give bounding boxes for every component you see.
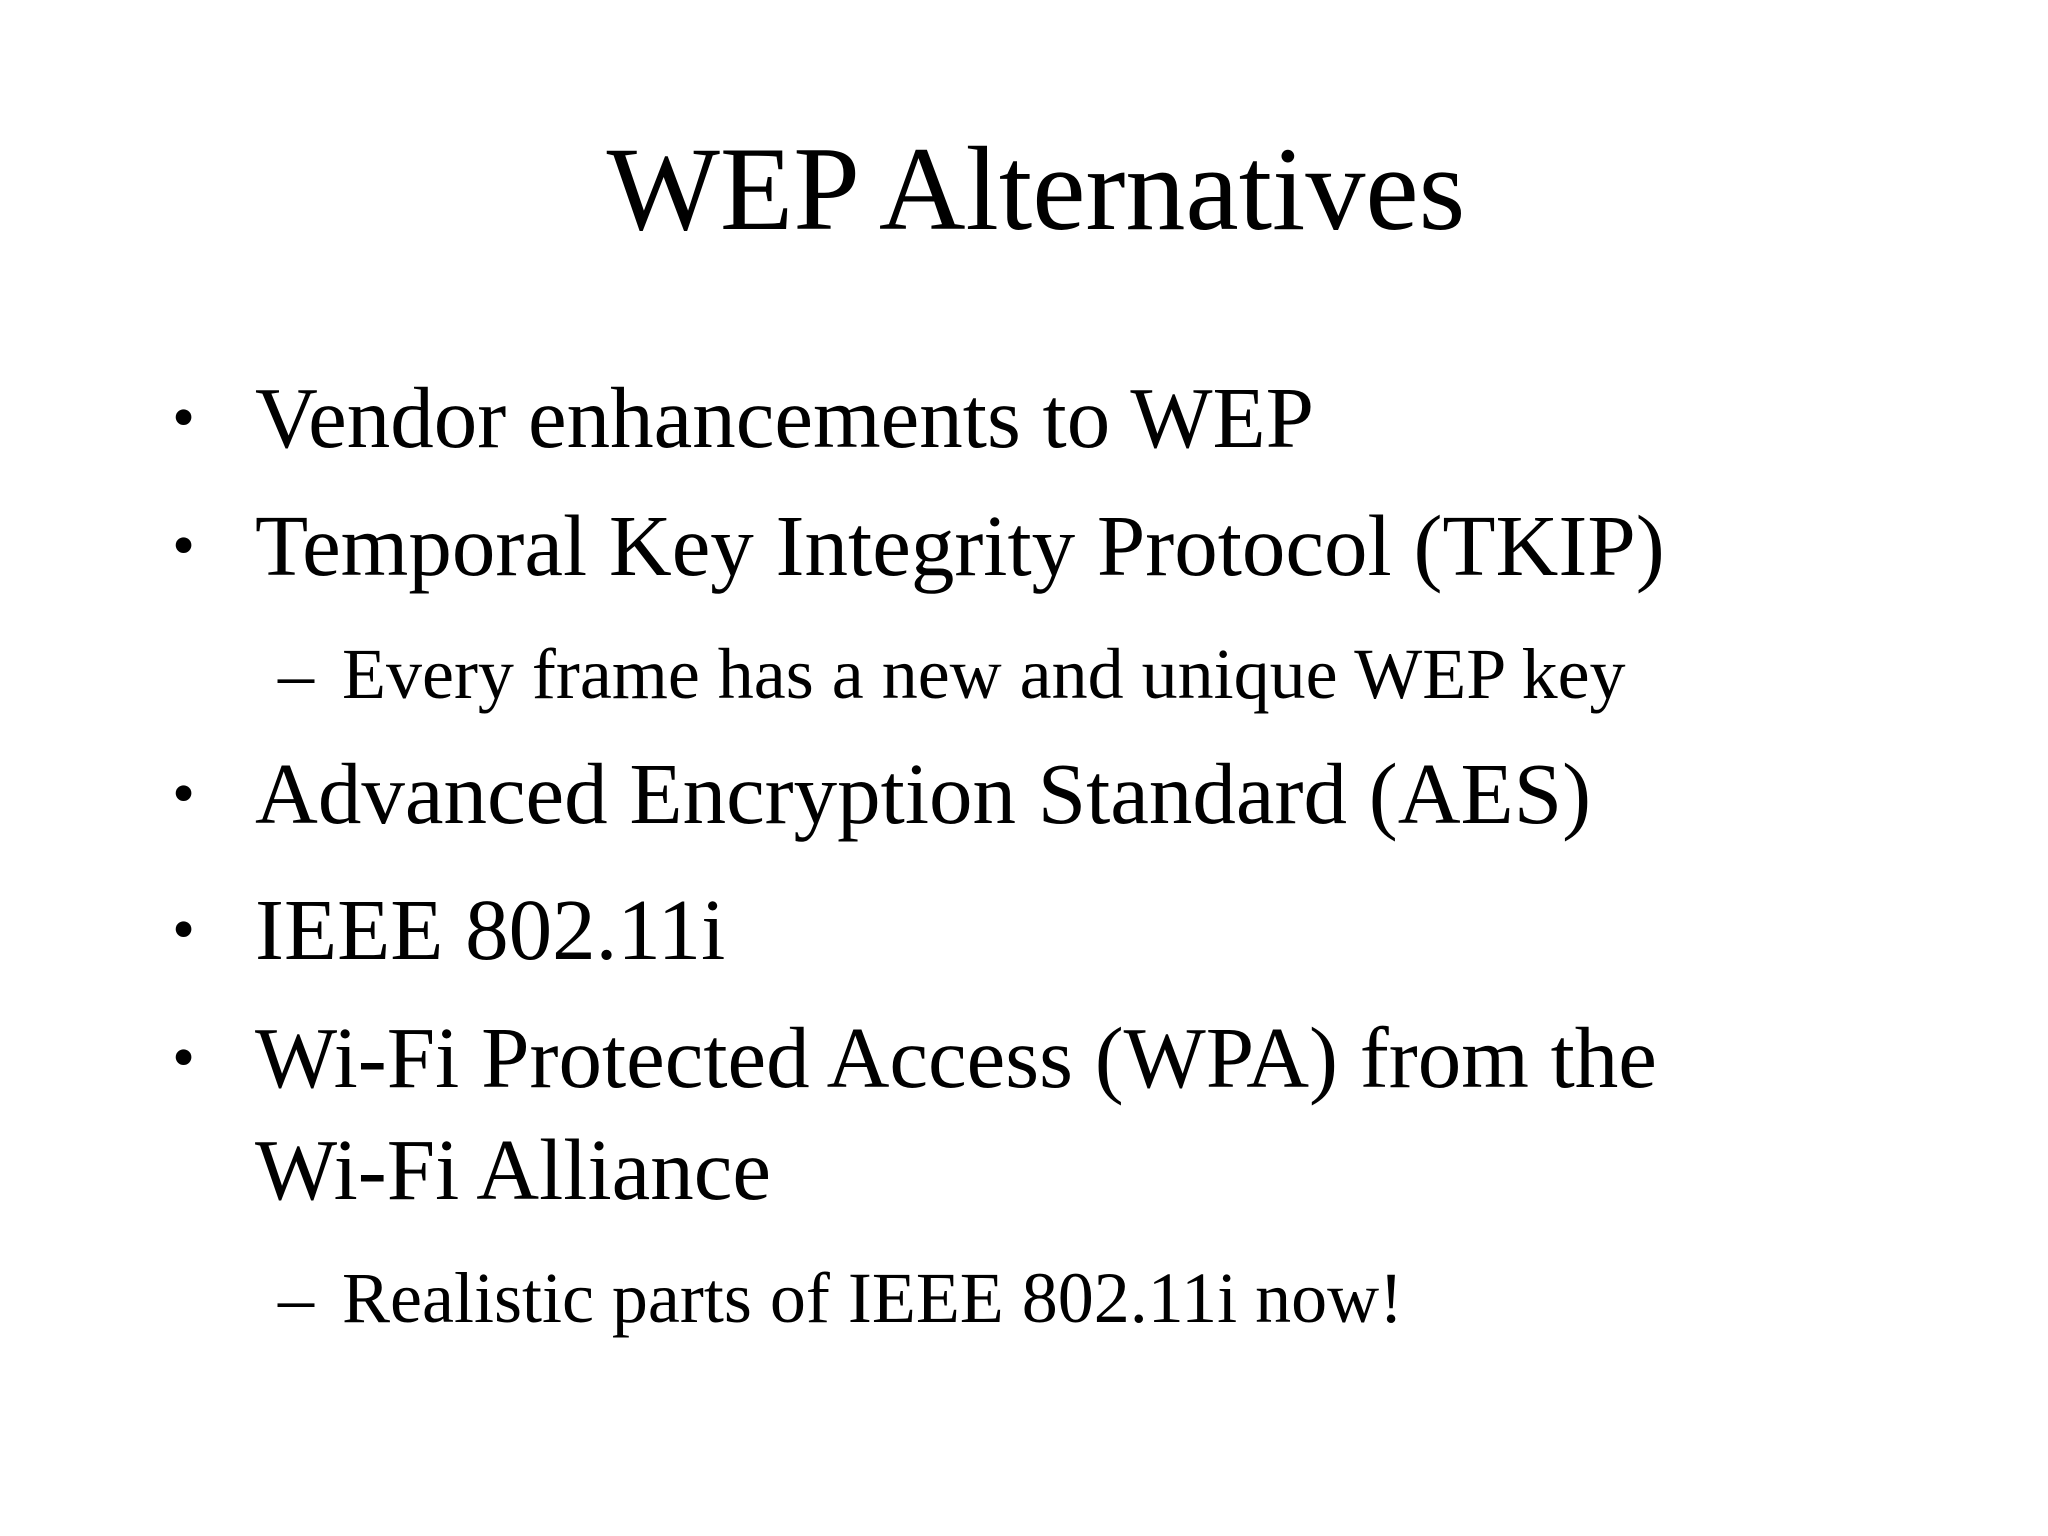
sub-bullet-tkip-unique-key: Every frame has a new and unique WEP key xyxy=(342,634,1626,714)
sub-bullet-marker: – xyxy=(278,634,314,714)
bullet-marker: • xyxy=(172,381,196,454)
bullet-marker: • xyxy=(172,1021,196,1094)
bullet-tkip: Temporal Key Integrity Protocol (TKIP) xyxy=(255,497,1665,594)
bullet-wpa-line-2: Wi-Fi Alliance xyxy=(255,1121,771,1218)
slide-title: WEP Alternatives xyxy=(606,122,1466,255)
bullet-marker: • xyxy=(172,893,196,966)
bullet-ieee-80211i: IEEE 802.11i xyxy=(255,881,726,978)
bullet-aes: Advanced Encryption Standard (AES) xyxy=(255,745,1592,842)
bullet-vendor-enhancements: Vendor enhancements to WEP xyxy=(255,369,1315,466)
bullet-marker: • xyxy=(172,509,196,582)
bullet-marker: • xyxy=(172,757,196,830)
bullet-wpa-line-1: Wi-Fi Protected Access (WPA) from the xyxy=(255,1009,1657,1106)
sub-bullet-marker: – xyxy=(278,1258,314,1338)
sub-bullet-wpa-realistic-parts: Realistic parts of IEEE 802.11i now! xyxy=(342,1258,1404,1338)
